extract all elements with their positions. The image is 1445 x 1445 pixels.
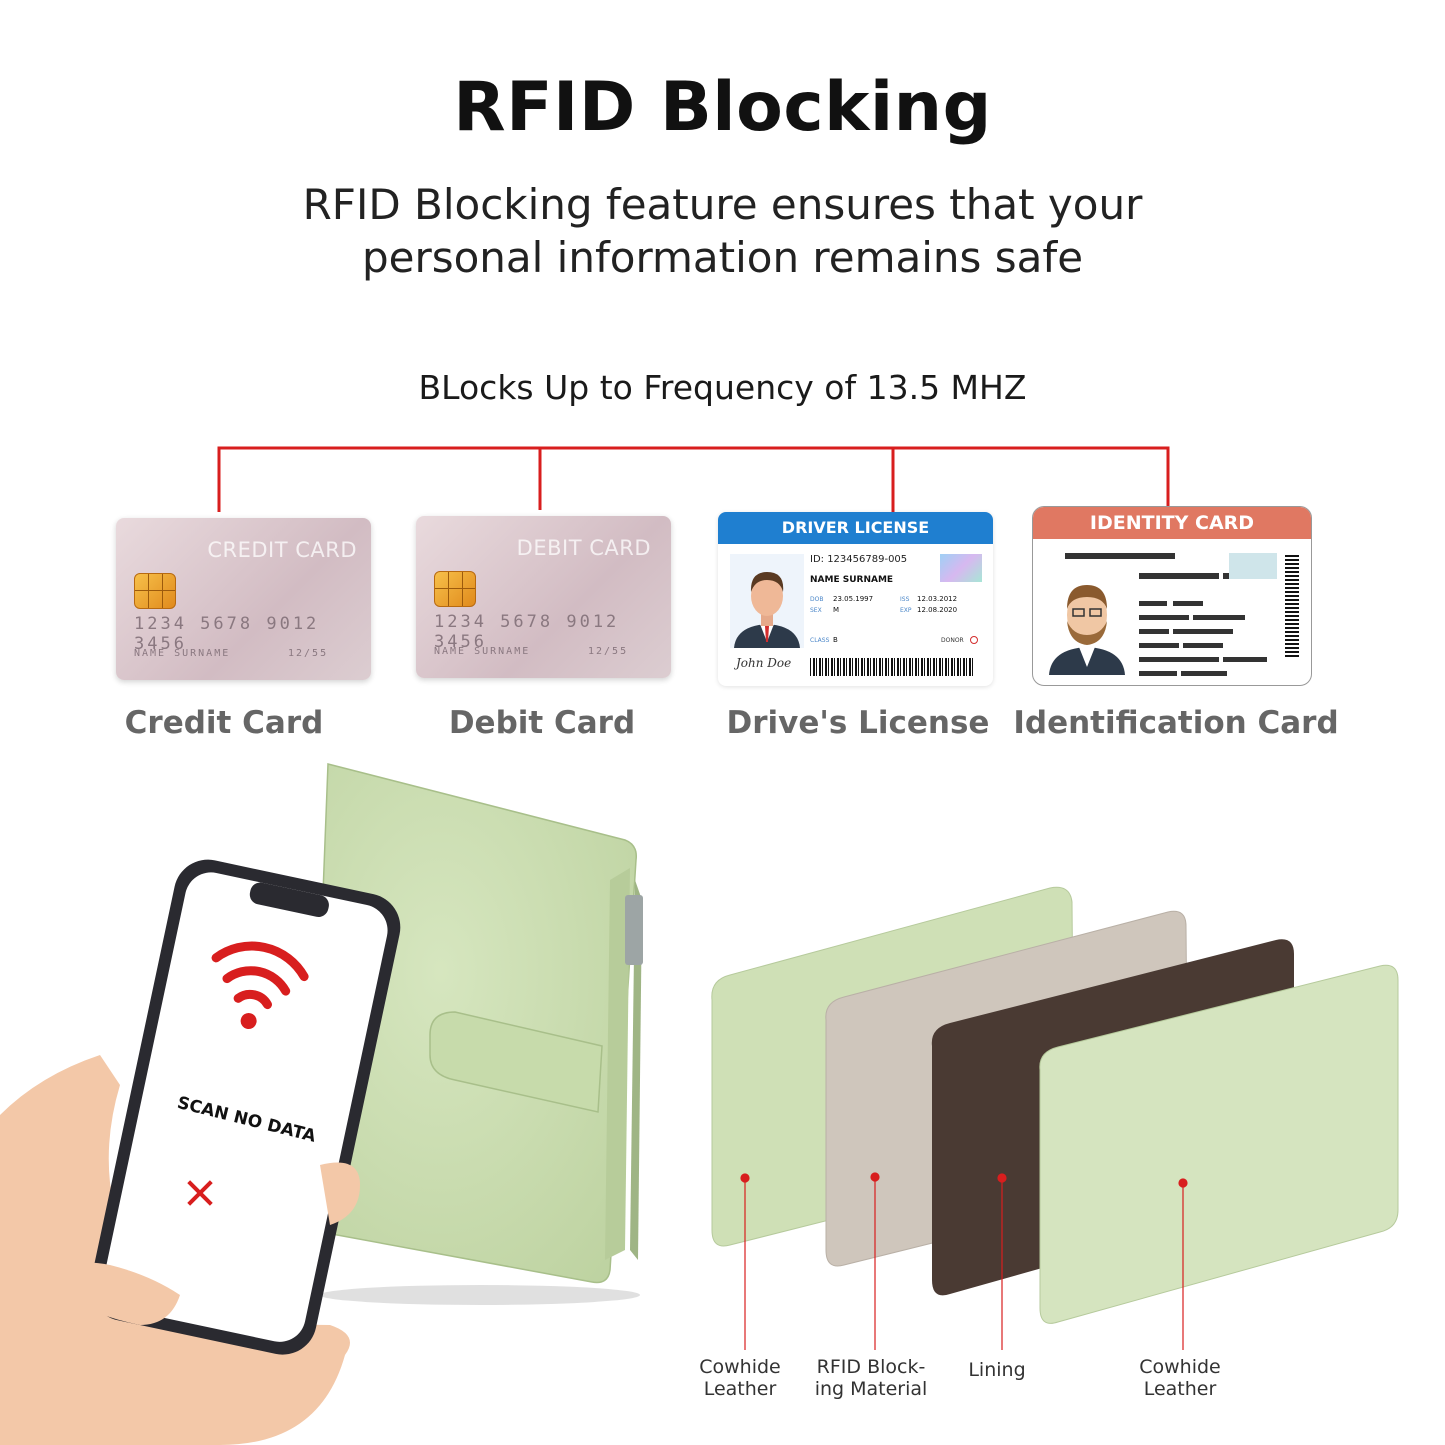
avatar-bearded-man-icon xyxy=(1049,585,1125,675)
credit-card-number: 1234 5678 9012 3456 xyxy=(134,614,320,654)
license-sex-label: SEX xyxy=(810,607,822,614)
debit-card-title: DEBIT CARD xyxy=(516,536,651,560)
frequency-text: BLocks Up to Frequency of 13.5 MHZ xyxy=(418,368,1027,407)
phone-notch xyxy=(249,882,329,917)
wallet-strap xyxy=(429,1011,603,1113)
debit-card-name: NAME SURNAME xyxy=(434,646,531,657)
drivers-license-label: Drive's License xyxy=(726,705,990,741)
license-dob-label: DOB xyxy=(810,596,824,603)
license-signature: John Doe xyxy=(736,656,792,670)
connector-lines xyxy=(217,446,1170,516)
debit-card-image: DEBIT CARD 1234 5678 9012 3456 NAME SURN… xyxy=(416,516,671,678)
license-dob: 23.05.1997 xyxy=(833,595,874,603)
identity-card-header: IDENTITY CARD xyxy=(1033,507,1311,539)
layer-cowhide-inner xyxy=(1039,964,1399,1324)
credit-card-label: Credit Card xyxy=(124,705,324,741)
close-x-icon xyxy=(187,1180,213,1206)
license-donor: DONOR xyxy=(941,637,964,644)
connector-main xyxy=(217,446,1170,516)
license-header: DRIVER LICENSE xyxy=(718,512,993,544)
license-exp: 12.08.2020 xyxy=(917,606,958,614)
layer-label-lining: Lining xyxy=(968,1359,1026,1381)
wifi-icon xyxy=(211,941,309,1030)
debit-card-number: 1234 5678 9012 3456 xyxy=(434,612,620,652)
avatar-man-icon xyxy=(730,554,804,648)
chip-icon xyxy=(434,571,476,607)
license-exp-label: EXP xyxy=(900,607,912,614)
subtitle-line-1: RFID Blocking feature ensures that your xyxy=(302,180,1143,229)
phone-screen xyxy=(103,872,388,1342)
material-layers-image xyxy=(711,886,1399,1350)
credit-card-name: NAME SURNAME xyxy=(134,648,231,659)
license-iss-label: ISS xyxy=(900,596,910,603)
license-id: ID: 123456789-005 xyxy=(810,554,908,565)
license-class-label: CLASS xyxy=(810,637,830,644)
page-title: RFID Blocking xyxy=(453,68,992,147)
driver-license-image: DRIVER LICENSE ID: 123456789-005 NAME SU… xyxy=(718,512,993,686)
license-class: B xyxy=(833,636,838,644)
donor-icon xyxy=(970,636,978,644)
layer-label-rfid: RFID Block- ing Material xyxy=(814,1356,928,1400)
credit-card-image: CREDIT CARD 1234 5678 9012 3456 NAME SUR… xyxy=(116,518,371,680)
identity-card-details xyxy=(1049,553,1299,676)
identity-card-image: IDENTITY CARD xyxy=(1032,506,1312,686)
barcode-icon xyxy=(810,658,975,676)
debit-card-expiry: 12/55 xyxy=(588,646,629,657)
license-sex: M xyxy=(833,606,840,614)
layer-label-cowhide-1: Cowhide Leather xyxy=(699,1356,781,1400)
hand-phone-image xyxy=(0,859,401,1445)
debit-card-label: Debit Card xyxy=(448,705,636,741)
credit-card-expiry: 12/55 xyxy=(288,648,329,659)
vertical-barcode-icon xyxy=(1285,553,1299,657)
license-iss: 12.03.2012 xyxy=(917,595,958,603)
subtitle-line-2: personal information remains safe xyxy=(361,233,1084,282)
layer-label-cowhide-2: Cowhide Leather xyxy=(1139,1356,1221,1400)
wallet-image xyxy=(309,763,643,1305)
zipper-pull-icon xyxy=(625,895,643,965)
chip-icon xyxy=(134,573,176,609)
license-name: NAME SURNAME xyxy=(810,575,894,585)
credit-card-title: CREDIT CARD xyxy=(207,538,357,562)
world-map-icon xyxy=(1229,553,1277,579)
hologram-icon xyxy=(940,554,982,582)
identification-card-label: Identification Card xyxy=(1013,705,1339,741)
